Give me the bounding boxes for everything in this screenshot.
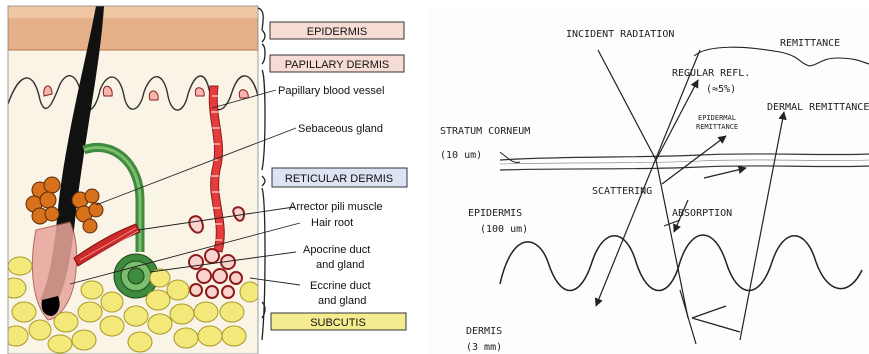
dermal-remittance-label: DERMAL REMITTANCE: [767, 102, 869, 113]
layer-box-epidermis: EPIDERMIS: [270, 22, 404, 39]
optics-diagram: INCIDENT RADIATION REMITTANCE REGULAR RE…: [428, 6, 869, 354]
layer-box-subcutis: SUBCUTIS: [271, 313, 406, 330]
scattering-label: SCATTERING: [592, 186, 652, 197]
eccrine-label-line1: Eccrine duct: [310, 280, 371, 292]
eccrine-label-line2: and gland: [318, 295, 366, 307]
arrector-pili-muscle-label: Arrector pili muscle: [289, 201, 383, 213]
epidermis-optics-label: EPIDERMIS: [468, 208, 522, 219]
apocrine-label-line2: and gland: [316, 259, 364, 271]
epidermis-highlight: [8, 6, 258, 18]
remittance-label: REMITTANCE: [780, 38, 840, 49]
epidermal-remittance-label-1: EPIDERMAL: [698, 114, 736, 122]
papillary-dermis-label: PAPILLARY DERMIS: [285, 59, 390, 71]
skin-diagram: [2, 6, 260, 354]
apocrine-label-line1: Apocrine duct: [303, 244, 370, 256]
reticular-dermis-label: RETICULAR DERMIS: [285, 173, 393, 185]
subcutis-label: SUBCUTIS: [310, 317, 366, 329]
regular-refl-pct-label: (≈5%): [706, 84, 736, 95]
incident-radiation-label: INCIDENT RADIATION: [566, 29, 674, 40]
epidermis-label: EPIDERMIS: [307, 26, 368, 38]
sebaceous-gland-label: Sebaceous gland: [298, 123, 383, 135]
stratum-corneum-label: STRATUM CORNEUM: [440, 126, 530, 137]
dermis-optics-label: DERMIS: [466, 326, 502, 337]
dermis-thickness-label: (3 mm): [466, 342, 502, 353]
hair-root-label: Hair root: [311, 217, 353, 229]
epidermal-remittance-label-2: REMITTANCE: [696, 123, 738, 131]
epidermis-thickness-label: (100 um): [480, 224, 528, 235]
layer-bracket: [258, 8, 265, 340]
stratum-corneum-thickness-label: (10 um): [440, 150, 482, 161]
papillary-blood-vessel-label: Papillary blood vessel: [278, 85, 384, 97]
regular-refl-label: REGULAR REFL.: [672, 68, 750, 79]
absorption-label: ABSORPTION: [672, 208, 732, 219]
layer-box-reticular-dermis: RETICULAR DERMIS: [272, 168, 407, 187]
layer-box-papillary-dermis: PAPILLARY DERMIS: [270, 55, 404, 72]
